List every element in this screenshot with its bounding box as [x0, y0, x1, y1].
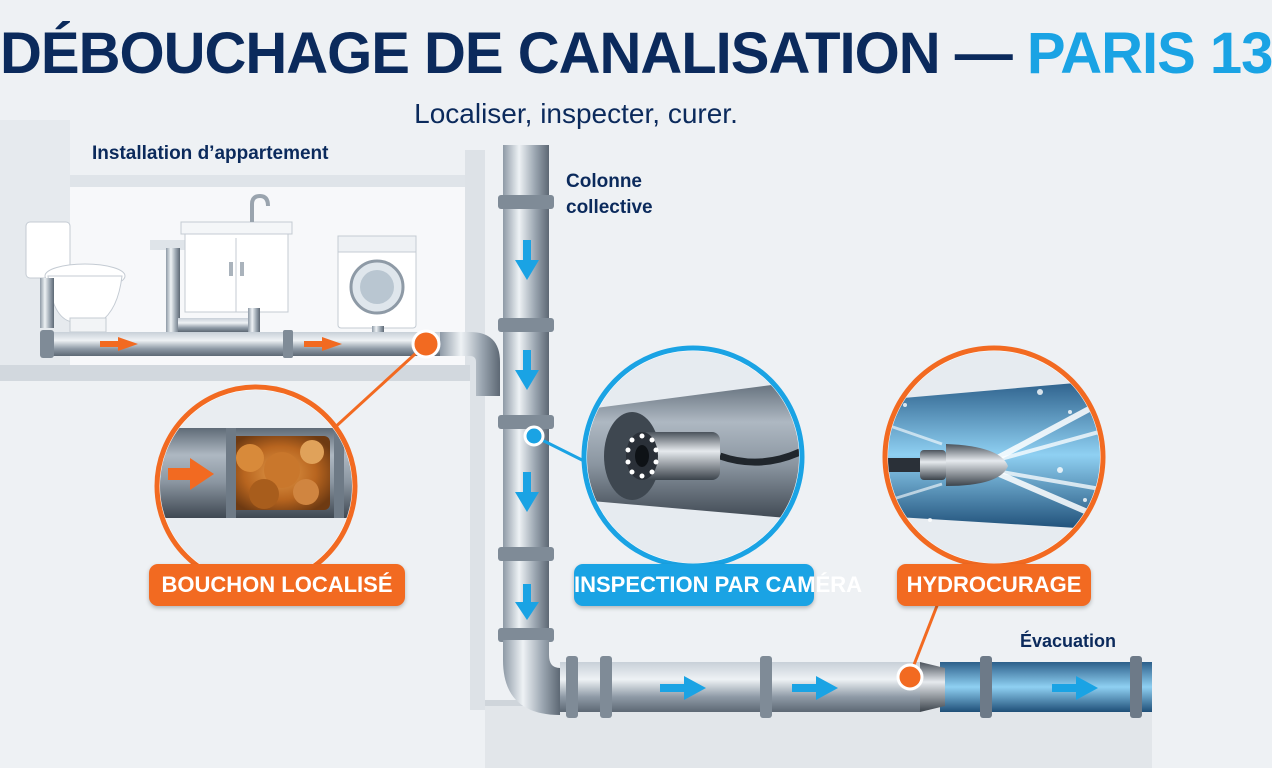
apartment-label: Installation d’appartement: [92, 143, 329, 164]
page-subtitle: Localiser, inspecter, curer.: [414, 98, 738, 129]
infographic: DÉBOUCHAGE DE CANALISATION — PARIS 13 Lo…: [0, 18, 1272, 768]
column-label-line2: collective: [566, 197, 653, 218]
camera-callout: [581, 345, 805, 569]
title-accent: PARIS 13: [1026, 21, 1272, 86]
evacuation-label: Évacuation: [1020, 631, 1117, 651]
collective-column-pipe: [498, 145, 554, 645]
column-label: Colonne collective: [566, 169, 653, 221]
plumbing-scene: [0, 145, 1152, 768]
page-title: DÉBOUCHAGE DE CANALISATION — PARIS 13: [0, 18, 1272, 90]
apartment-pipes: [40, 248, 500, 396]
evacuation-pipe: [503, 640, 1152, 718]
bouchon-badge: BOUCHON LOCALISÉ: [149, 564, 405, 606]
sink-cabinet-icon: [150, 193, 293, 313]
hydrocurage-badge: HYDROCURAGE: [897, 564, 1091, 606]
title-main: DÉBOUCHAGE DE CANALISATION: [0, 21, 941, 86]
column-label-line1: Colonne: [566, 171, 642, 192]
toilet-icon: [25, 221, 126, 333]
washing-machine-icon: [337, 235, 417, 329]
inspection-badge: INSPECTION PAR CAMÉRA: [574, 564, 862, 606]
title-separator: —: [939, 21, 1027, 86]
